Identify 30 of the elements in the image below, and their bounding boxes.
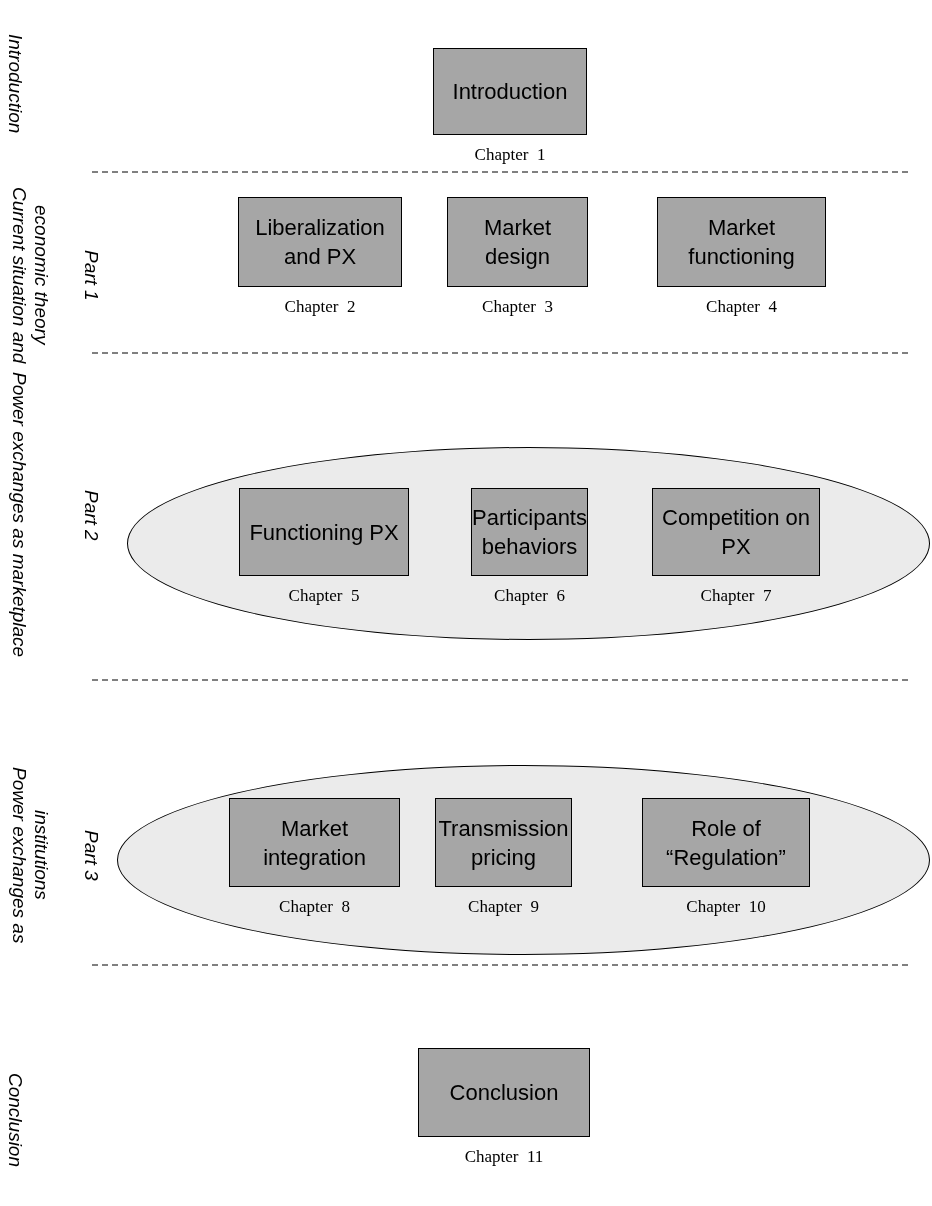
section-label: Part 3 (80, 828, 102, 883)
chapter-label: Chapter 1 (473, 145, 547, 165)
chapter-box: Market integration (229, 798, 400, 887)
chapter-label: Chapter 11 (463, 1147, 545, 1167)
chapter-box: Transmission pricing (435, 798, 572, 887)
chapter-box: Market design (447, 197, 588, 287)
section-label: Part 1 (80, 248, 102, 303)
section-label: Conclusion (4, 1072, 26, 1169)
chapter-label: Chapter 9 (467, 897, 540, 917)
chapter-box: Liberalization and PX (238, 197, 402, 287)
chapter-box: Competition on PX (652, 488, 820, 576)
chapter-label: Chapter 3 (481, 297, 554, 317)
section-label: Power exchanges as marketplace (8, 371, 30, 660)
chapter-label: Chapter 6 (493, 586, 566, 606)
chapter-box: Market functioning (657, 197, 826, 287)
section-label: Introduction (4, 33, 26, 136)
chapter-label: Chapter 10 (685, 897, 767, 917)
section-label: Part 2 (80, 488, 102, 543)
chapter-label: Chapter 5 (287, 586, 361, 606)
chapter-label: Chapter 8 (278, 897, 351, 917)
chapter-label: Chapter 2 (283, 297, 357, 317)
chapter-box: Role of “Regulation” (642, 798, 810, 887)
chapter-box: Participants behaviors (471, 488, 588, 576)
chapter-box: Functioning PX (239, 488, 409, 576)
chapter-box: Conclusion (418, 1048, 590, 1137)
chapter-label: Chapter 7 (699, 586, 773, 606)
chapter-box: Introduction (433, 48, 587, 135)
section-label: Power exchanges as institutions (8, 765, 52, 946)
chapter-label: Chapter 4 (705, 297, 778, 317)
section-label: Current situation and economic theory (8, 185, 52, 366)
